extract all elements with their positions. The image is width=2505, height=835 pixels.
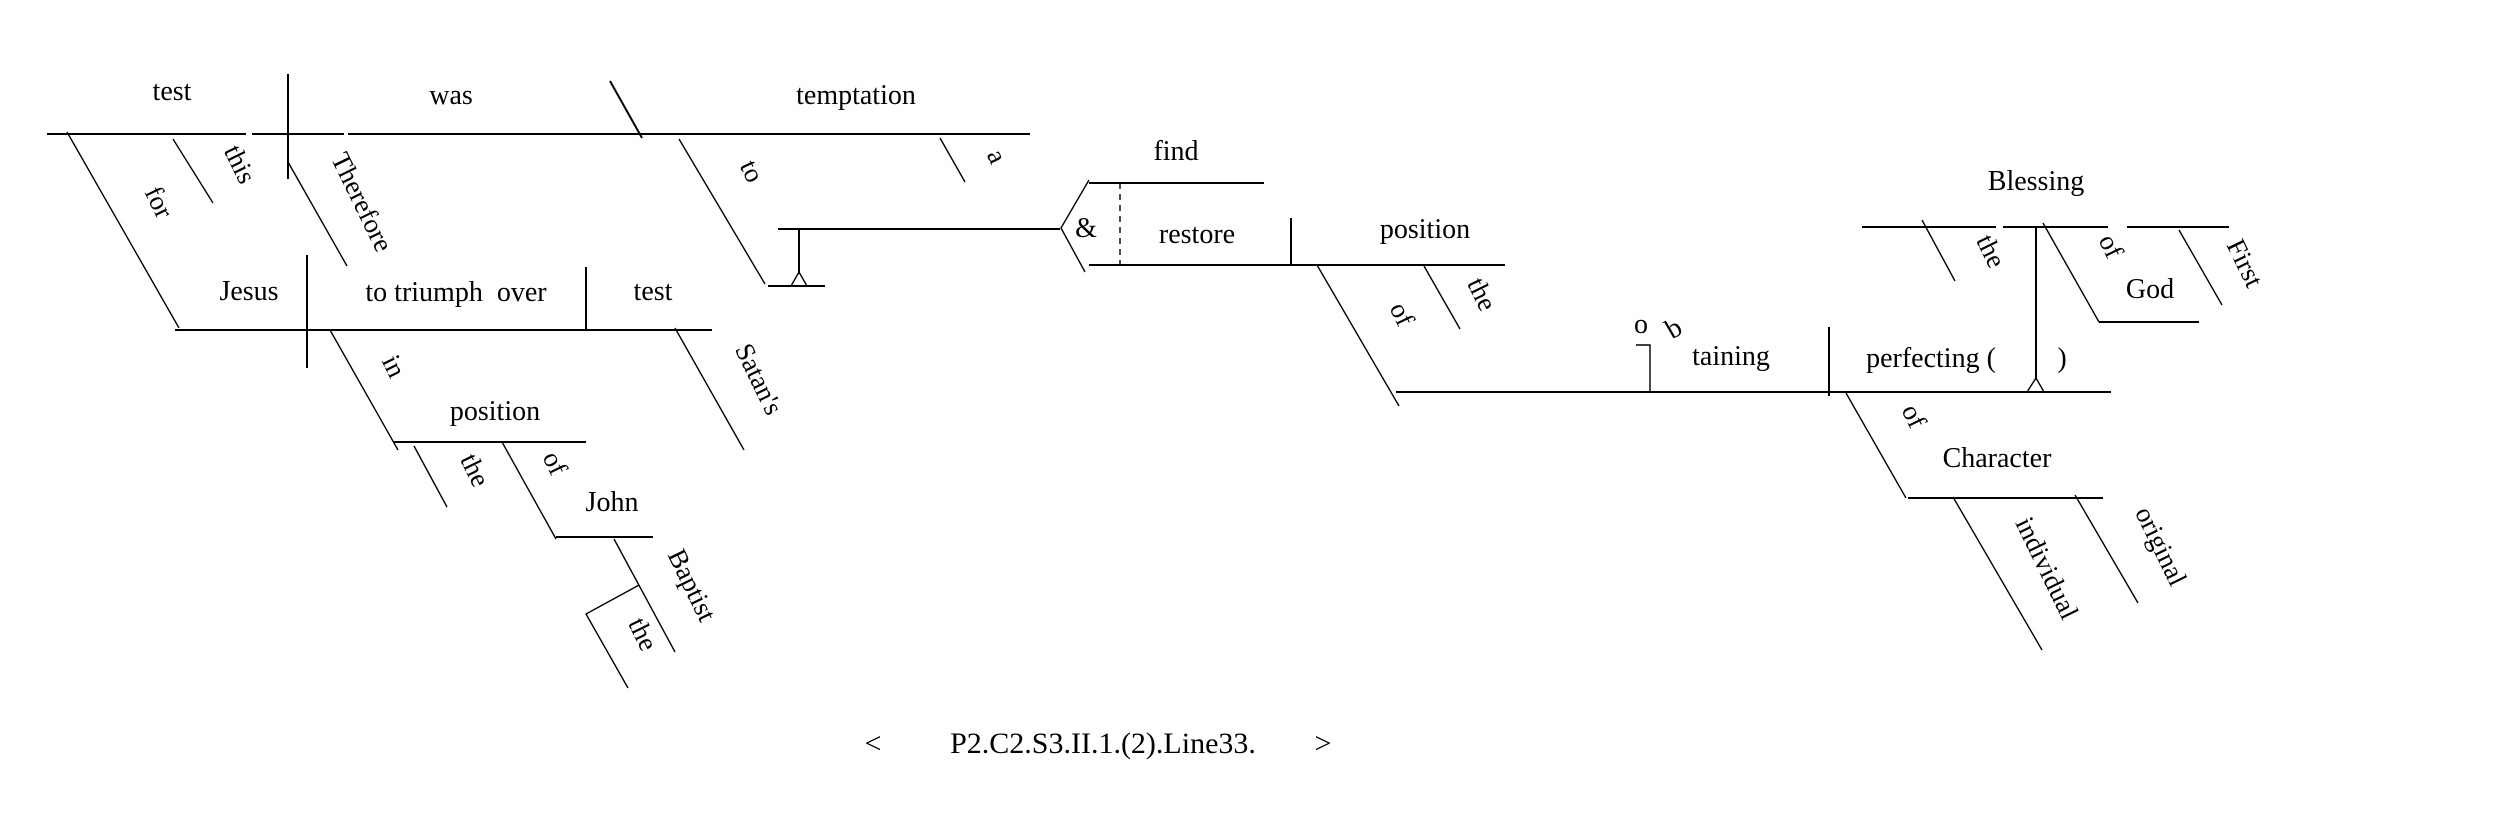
word: o: [1634, 309, 1648, 340]
modifier-line: [2042, 222, 2100, 323]
modifier-line: [613, 538, 676, 653]
modifier-line: [674, 327, 745, 451]
split-word-bracket: [1636, 344, 1651, 392]
word: for: [139, 181, 180, 222]
word: First: [2221, 234, 2270, 292]
modifier-line: [287, 161, 348, 267]
conjunction-bracket: [1060, 179, 1090, 273]
modifier-line: [1316, 264, 1400, 407]
word: in: [376, 350, 412, 382]
pedestal-foot: [2026, 376, 2045, 393]
word: the: [454, 449, 495, 492]
gerund-phrase: o b taining perfecting ( ) Character of …: [1396, 309, 2193, 651]
modifier-line: [501, 441, 557, 540]
prev-link[interactable]: <: [865, 727, 882, 760]
pedestal-foot: [790, 270, 808, 287]
word: position: [1380, 214, 1470, 245]
modifier-line: [413, 445, 448, 508]
word: taining: [1692, 341, 1770, 372]
word: of: [1896, 399, 1933, 432]
word: the: [1970, 230, 2011, 273]
word: individual: [2010, 512, 2085, 624]
word: Therefore: [325, 148, 399, 257]
modifier-line: [2178, 229, 2223, 306]
modifier-line: [678, 138, 766, 285]
word: original: [2129, 502, 2193, 591]
modifier-line: [2074, 494, 2139, 604]
infinitive-clause: Jesus to triumph over test position John…: [175, 255, 789, 689]
modifier-line: [1845, 392, 1907, 499]
word: position: [450, 396, 540, 427]
modifier-line: [172, 138, 214, 204]
word: temptation: [796, 80, 916, 111]
word: a: [981, 144, 1013, 168]
modifier-line: [585, 584, 640, 689]
word: of: [2093, 229, 2130, 262]
word: John: [586, 487, 639, 518]
word: perfecting (: [1866, 343, 1996, 374]
word: God: [2126, 274, 2174, 305]
word: restore: [1159, 219, 1235, 250]
modifier-line: [1921, 219, 1956, 282]
word: Blessing: [1988, 166, 2084, 197]
complement-divider: [609, 80, 643, 139]
word: of: [1384, 297, 1421, 330]
word: ): [2057, 343, 2066, 374]
word: was: [429, 80, 473, 111]
word: &: [1075, 213, 1097, 244]
word: the: [1461, 273, 1502, 316]
compound-verbs: & find restore position of the: [1060, 136, 1505, 407]
word: of: [537, 446, 574, 479]
main-clause: test was temptation this Therefore for t…: [47, 74, 1060, 329]
reference-label: P2.C2.S3.II.1.(2).Line33.: [950, 727, 1256, 760]
word: Satan's: [729, 339, 789, 420]
modifier-line: [1423, 265, 1461, 330]
modifier-line: [1952, 496, 2043, 651]
word: to triumph over: [365, 277, 547, 308]
next-link[interactable]: >: [1315, 727, 1332, 760]
word: Character: [1943, 443, 2052, 474]
word: Baptist: [662, 544, 723, 626]
word: b: [1660, 312, 1688, 346]
word: test: [634, 276, 673, 307]
footer-nav: < P2.C2.S3.II.1.(2).Line33. >: [865, 727, 1332, 760]
modifier-line: [66, 131, 180, 329]
word: to: [734, 155, 770, 187]
word: this: [218, 140, 262, 188]
word: Jesus: [219, 276, 278, 307]
modifier-line: [329, 329, 399, 451]
word: find: [1153, 136, 1198, 167]
word: test: [153, 76, 192, 107]
modifier-line: [939, 137, 966, 183]
